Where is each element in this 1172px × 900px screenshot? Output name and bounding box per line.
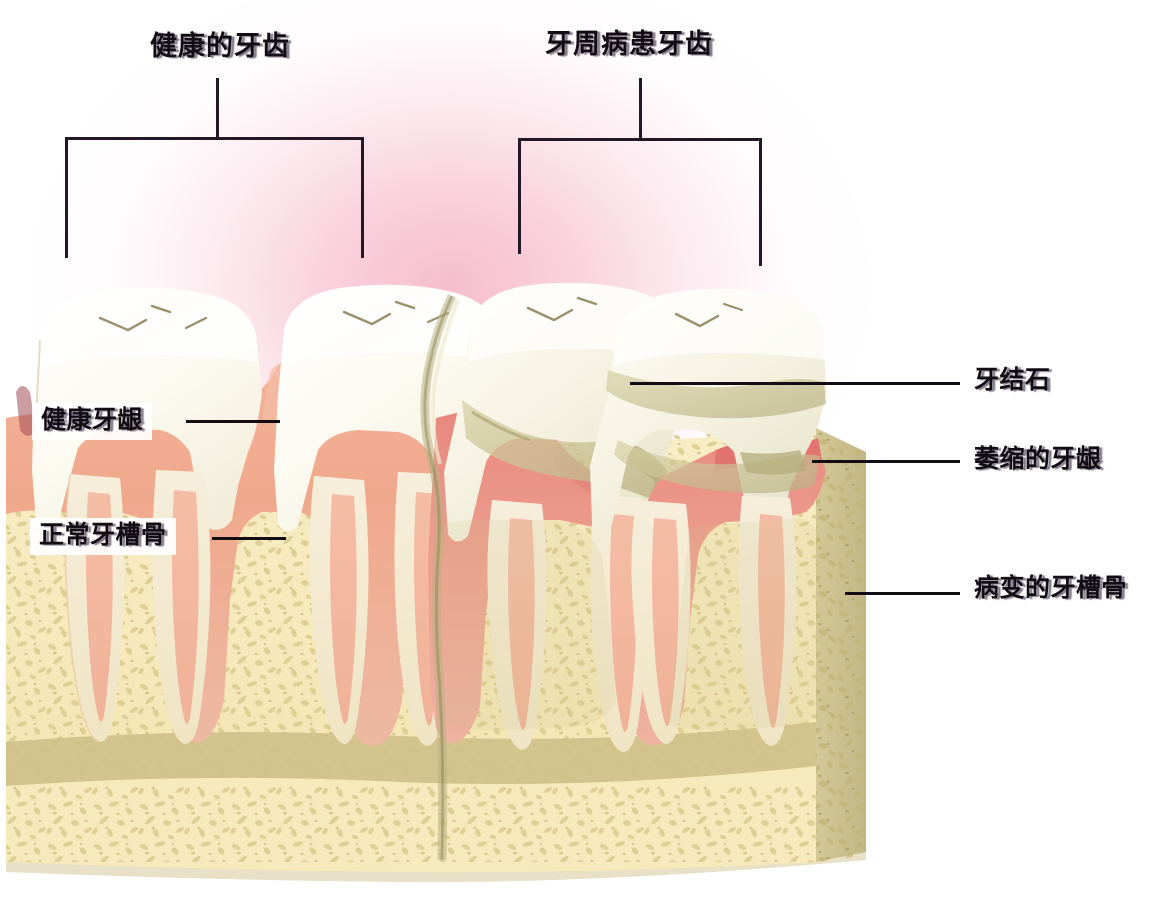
bone-block-side-face bbox=[816, 428, 866, 862]
leader-dental-calculus bbox=[630, 382, 960, 385]
label-healthy-teeth-text: 健康的牙齿 bbox=[150, 33, 290, 60]
label-periodontal-teeth: 牙周病患牙齿 bbox=[545, 31, 713, 58]
leader-diseased-alveolar-bone bbox=[845, 592, 960, 595]
healthy-bracket-top bbox=[65, 137, 364, 140]
callout-dental-calculus-text: 牙结石 bbox=[974, 368, 1051, 393]
callout-healthy-gum: 健康牙龈 bbox=[32, 403, 153, 440]
section-divider-crack bbox=[420, 294, 460, 861]
callout-normal-alveolar-bone: 正常牙槽骨 bbox=[30, 518, 176, 555]
diseased-bracket-top bbox=[518, 138, 762, 141]
callout-diseased-alveolar-bone-text: 病变的牙槽骨 bbox=[974, 576, 1127, 601]
callout-diseased-alveolar-bone-value: 病变的牙槽骨 bbox=[974, 574, 1128, 602]
label-periodontal-teeth-value: 牙周病患牙齿 bbox=[545, 29, 713, 59]
healthy-bracket-stem bbox=[216, 78, 219, 140]
callout-receded-gum: 萎缩的牙龈 bbox=[974, 447, 1102, 472]
leader-healthy-gum bbox=[186, 420, 280, 423]
healthy-bracket-right-leg bbox=[361, 137, 364, 258]
label-healthy-teeth: 健康的牙齿 bbox=[150, 33, 290, 60]
gingival-sliver-left bbox=[16, 386, 36, 436]
leader-normal-alveolar-bone bbox=[212, 537, 286, 540]
cortical-bone-band bbox=[6, 722, 816, 873]
label-healthy-teeth-value: 健康的牙齿 bbox=[150, 31, 290, 61]
callout-dental-calculus: 牙结石 bbox=[974, 368, 1051, 393]
callout-receded-gum-value: 萎缩的牙龈 bbox=[974, 445, 1102, 473]
diseased-bracket-right-leg bbox=[759, 138, 762, 266]
tooth-root-diseased-2 bbox=[631, 496, 797, 746]
callout-healthy-gum-value: 健康牙龈 bbox=[41, 406, 144, 434]
label-periodontal-teeth-text: 牙周病患牙齿 bbox=[545, 31, 713, 58]
callout-dental-calculus-value: 牙结石 bbox=[974, 366, 1051, 394]
callout-receded-gum-text: 萎缩的牙龈 bbox=[974, 447, 1102, 472]
leader-receded-gum bbox=[812, 460, 960, 463]
diseased-bracket-left-leg bbox=[518, 138, 521, 254]
callout-normal-alveolar-bone-value: 正常牙槽骨 bbox=[39, 521, 167, 549]
bone-resorption-zone bbox=[440, 518, 830, 730]
bone-block-bottom-edge bbox=[6, 852, 866, 883]
callout-diseased-alveolar-bone: 病变的牙槽骨 bbox=[974, 576, 1127, 601]
healthy-bracket-left-leg bbox=[65, 137, 68, 258]
callout-healthy-gum-text: 健康牙龈 bbox=[41, 408, 143, 433]
callout-normal-alveolar-bone-text: 正常牙槽骨 bbox=[39, 523, 167, 548]
diseased-bracket-stem bbox=[639, 78, 642, 140]
diseased-side-anatomy bbox=[428, 282, 830, 752]
